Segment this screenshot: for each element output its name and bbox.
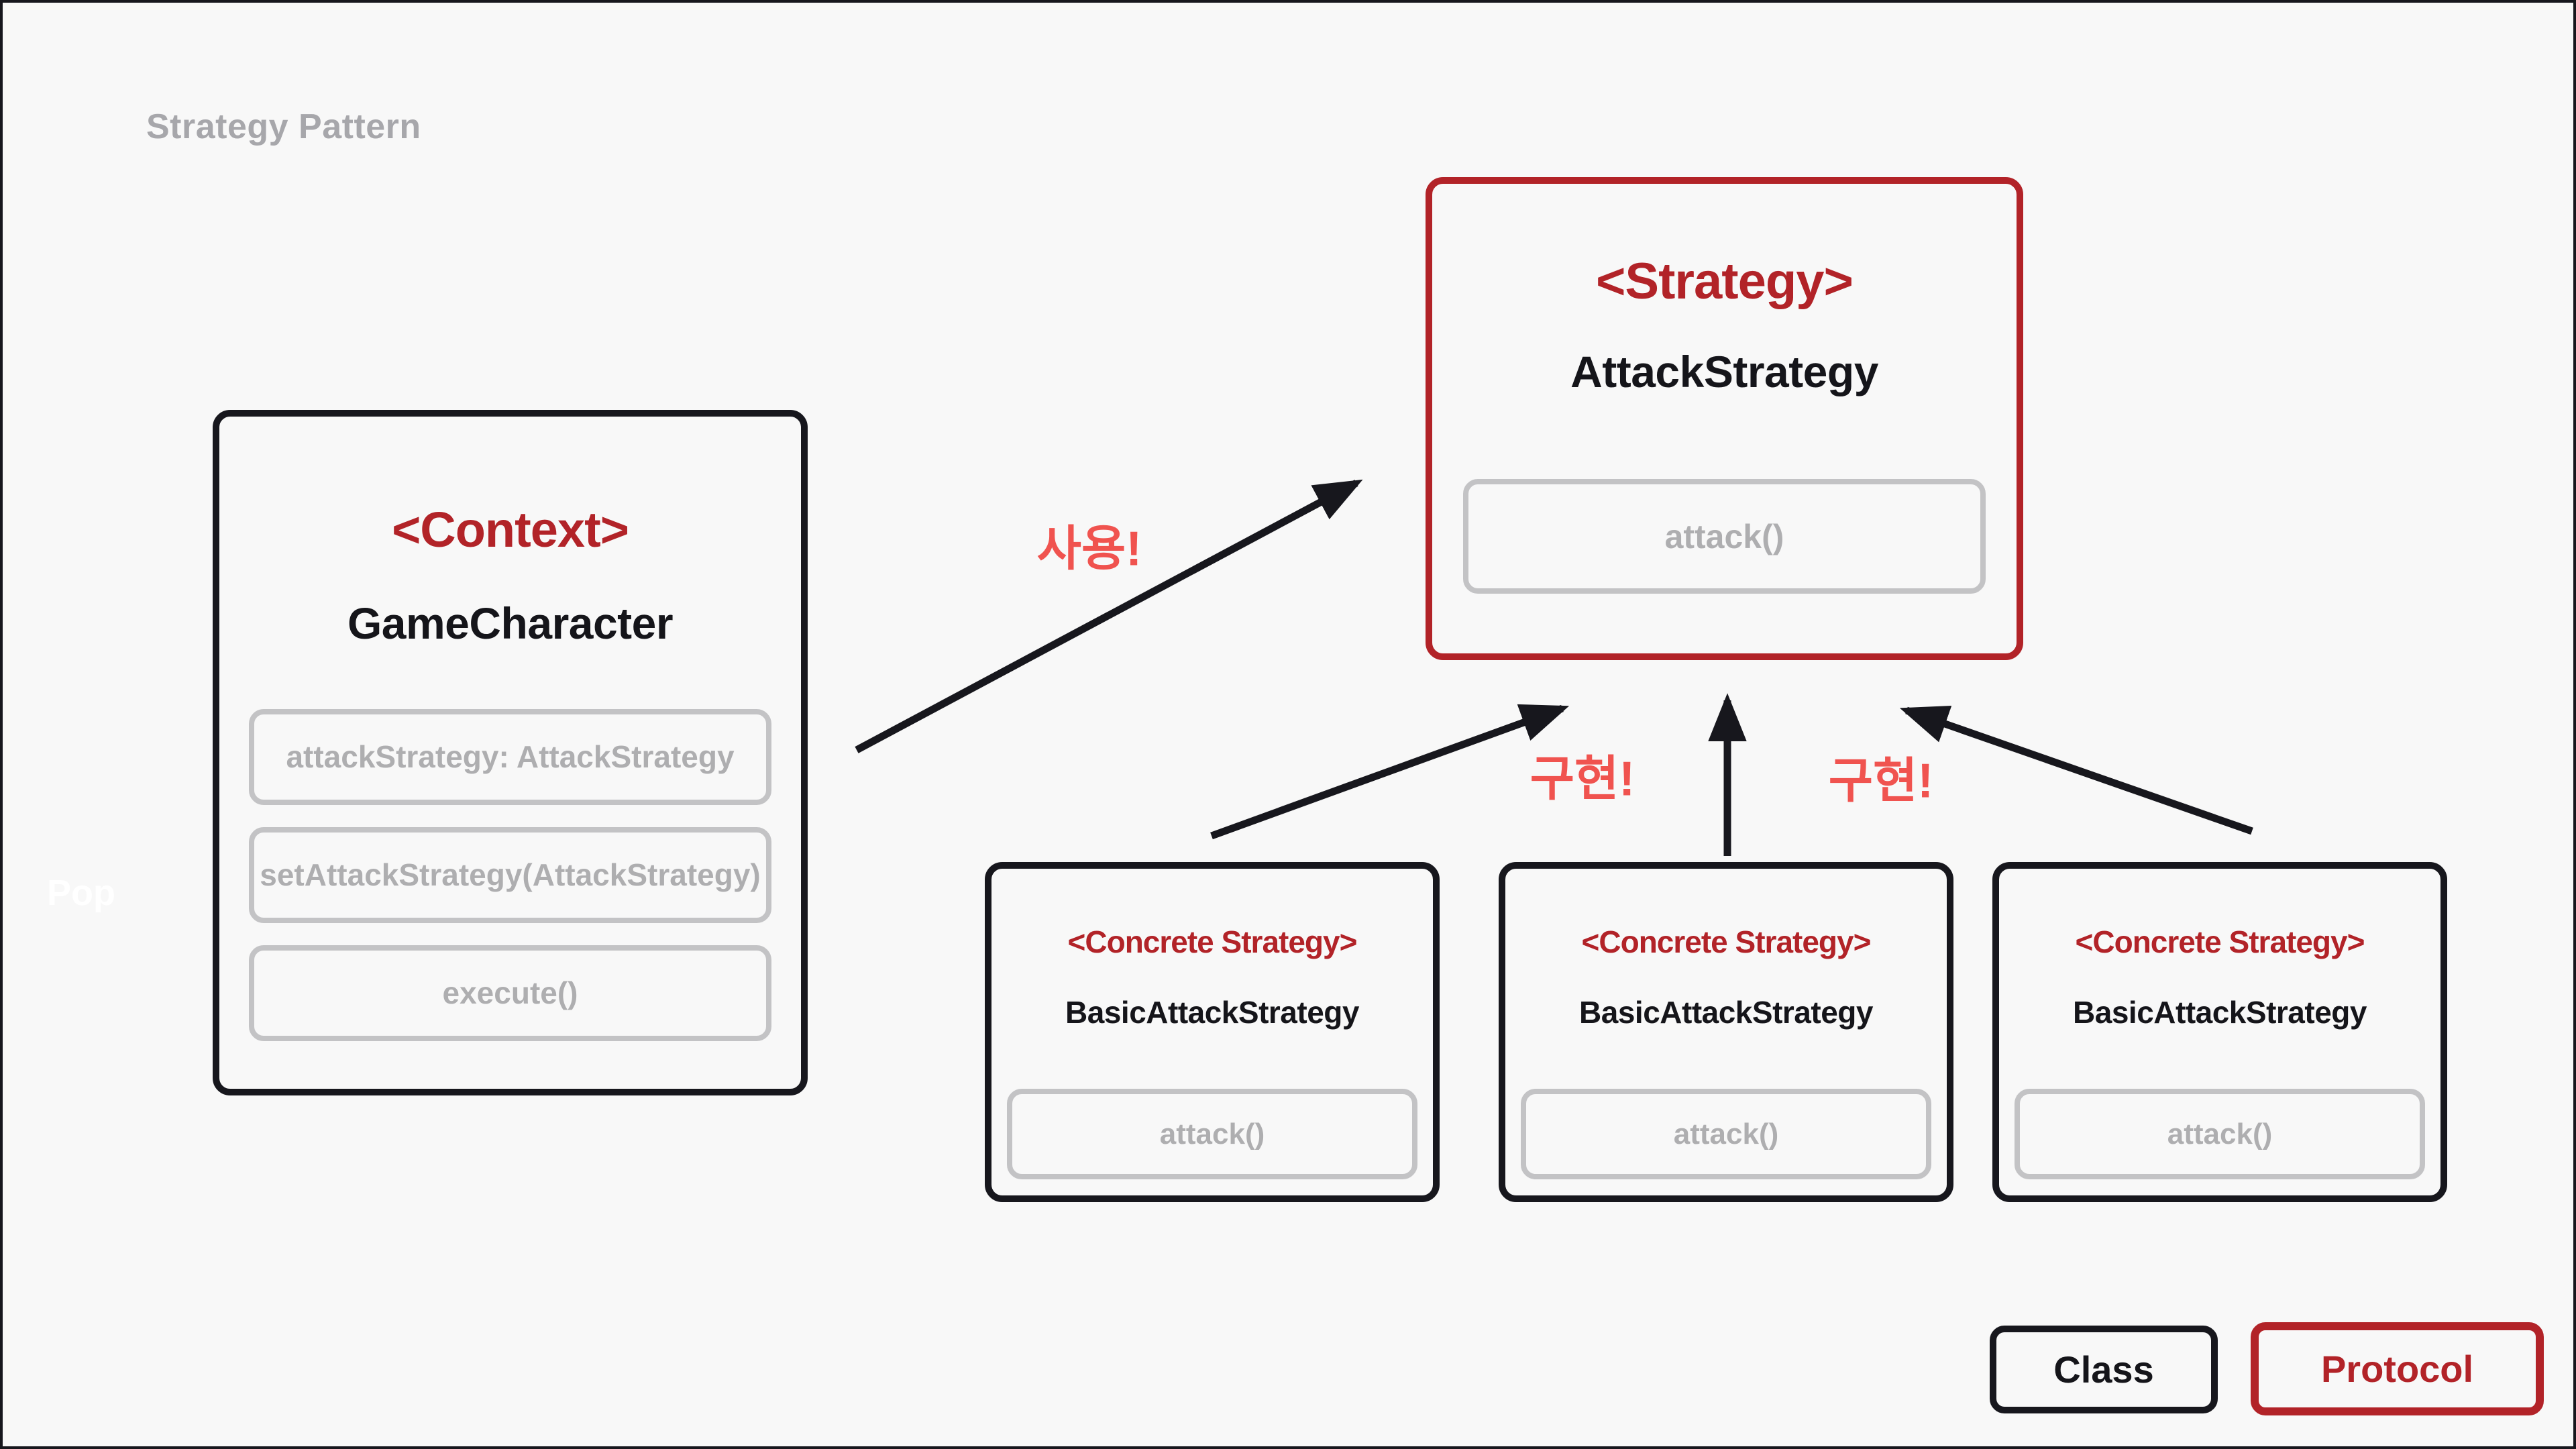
- legend-class-chip: Class: [1990, 1326, 2218, 1413]
- implement-arrow-right: [1899, 706, 2253, 835]
- concrete-strategy-box-1: <Concrete Strategy> BasicAttackStrategy …: [985, 862, 1440, 1202]
- strategy-stereotype: <Strategy>: [1596, 253, 1854, 310]
- member-attack-method: attack(): [1463, 479, 1986, 594]
- strategy-members: attack(): [1463, 479, 1986, 594]
- concrete-stereotype: <Concrete Strategy>: [1581, 924, 1872, 959]
- member-attack-method: attack(): [2015, 1089, 2425, 1180]
- context-members: attackStrategy: AttackStrategy setAttack…: [249, 708, 771, 1041]
- member-attack-method: attack(): [1521, 1089, 1931, 1180]
- concrete-stereotype: <Concrete Strategy>: [2075, 924, 2365, 959]
- strategy-protocol-name: AttackStrategy: [1570, 347, 1878, 397]
- watermark-text: Pop: [47, 873, 115, 913]
- concrete-strategy-box-2: <Concrete Strategy> BasicAttackStrategy …: [1499, 862, 1953, 1202]
- concrete-members: attack(): [991, 1089, 1433, 1180]
- member-attack-method: attack(): [1007, 1089, 1417, 1180]
- member-set-attack-strategy-method: setAttackStrategy(AttackStrategy): [249, 826, 771, 923]
- use-arrow-label: 사용!: [1036, 522, 1142, 576]
- implement-arrow-label-left: 구현!: [1529, 752, 1635, 806]
- member-attack-strategy-property: attackStrategy: AttackStrategy: [249, 708, 771, 805]
- concrete-strategy-box-3: <Concrete Strategy> BasicAttackStrategy …: [1992, 862, 2447, 1202]
- implement-arrow-left: [1210, 704, 1570, 840]
- context-stereotype: <Context>: [392, 502, 629, 557]
- concrete-class-name: BasicAttackStrategy: [2073, 995, 2367, 1030]
- context-class-name: GameCharacter: [347, 598, 674, 648]
- concrete-members: attack(): [1505, 1089, 1947, 1180]
- concrete-members: attack(): [1999, 1089, 2440, 1180]
- member-execute-method: execute(): [249, 945, 771, 1041]
- legend-protocol-chip: Protocol: [2251, 1322, 2544, 1415]
- concrete-stereotype: <Concrete Strategy>: [1067, 924, 1358, 959]
- implement-arrow-label-right: 구현!: [1828, 754, 1934, 808]
- page-title: Strategy Pattern: [146, 107, 421, 146]
- concrete-class-name: BasicAttackStrategy: [1065, 995, 1359, 1030]
- strategy-protocol-box: <Strategy> AttackStrategy attack(): [1426, 177, 2023, 660]
- concrete-class-name: BasicAttackStrategy: [1579, 995, 1873, 1030]
- context-class-box: <Context> GameCharacter attackStrategy: …: [213, 410, 808, 1095]
